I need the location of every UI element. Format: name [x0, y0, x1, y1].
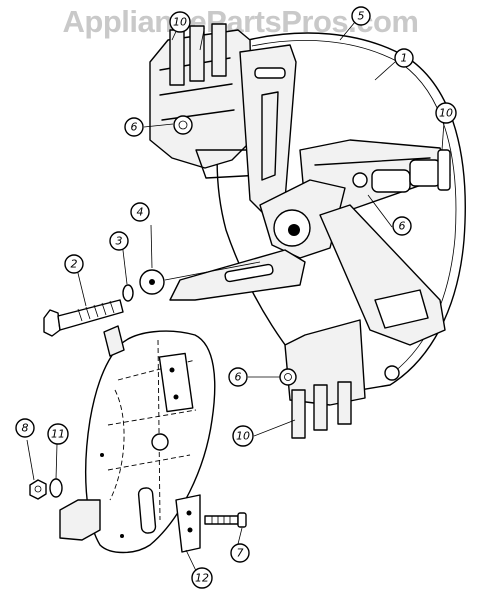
callouts: 1 5 10 6 10 6 [15, 6, 457, 589]
callout-12: 12 [191, 567, 213, 589]
svg-text:10: 10 [439, 107, 453, 120]
nut-and-washer [29, 478, 63, 500]
left-arm [169, 249, 306, 301]
svg-text:10: 10 [173, 16, 187, 29]
svg-text:3: 3 [116, 235, 123, 248]
svg-text:6: 6 [235, 371, 242, 384]
callout-10-right: 10 [435, 102, 457, 124]
callout-10-top-left: 10 [169, 11, 191, 33]
lower-right-arm [319, 204, 446, 381]
svg-text:4: 4 [137, 206, 144, 219]
svg-text:10: 10 [236, 430, 250, 443]
front-plate [59, 325, 216, 554]
svg-text:6: 6 [131, 121, 138, 134]
callout-2: 2 [64, 254, 84, 274]
svg-text:6: 6 [399, 220, 406, 233]
callout-5: 5 [351, 6, 371, 26]
svg-text:8: 8 [22, 422, 29, 435]
callout-8: 8 [15, 418, 35, 438]
lower-post [279, 319, 366, 439]
callout-4: 4 [130, 202, 150, 222]
svg-text:1: 1 [401, 52, 408, 65]
callout-10-bottom: 10 [232, 425, 254, 447]
callout-11: 11 [47, 423, 69, 445]
callout-6-upper: 6 [124, 117, 144, 137]
bolt-assembly [43, 261, 261, 337]
callout-3: 3 [109, 231, 129, 251]
svg-text:7: 7 [237, 547, 244, 560]
svg-text:5: 5 [358, 10, 365, 23]
callout-7: 7 [230, 543, 250, 563]
svg-text:11: 11 [51, 428, 65, 441]
svg-text:2: 2 [71, 258, 78, 271]
svg-text:12: 12 [195, 572, 209, 585]
center-hub [259, 179, 346, 259]
callout-6-lower: 6 [228, 367, 248, 387]
callout-6-right: 6 [392, 216, 412, 236]
callout-1: 1 [394, 48, 414, 68]
upper-bracket [149, 23, 263, 179]
screw [204, 512, 247, 528]
